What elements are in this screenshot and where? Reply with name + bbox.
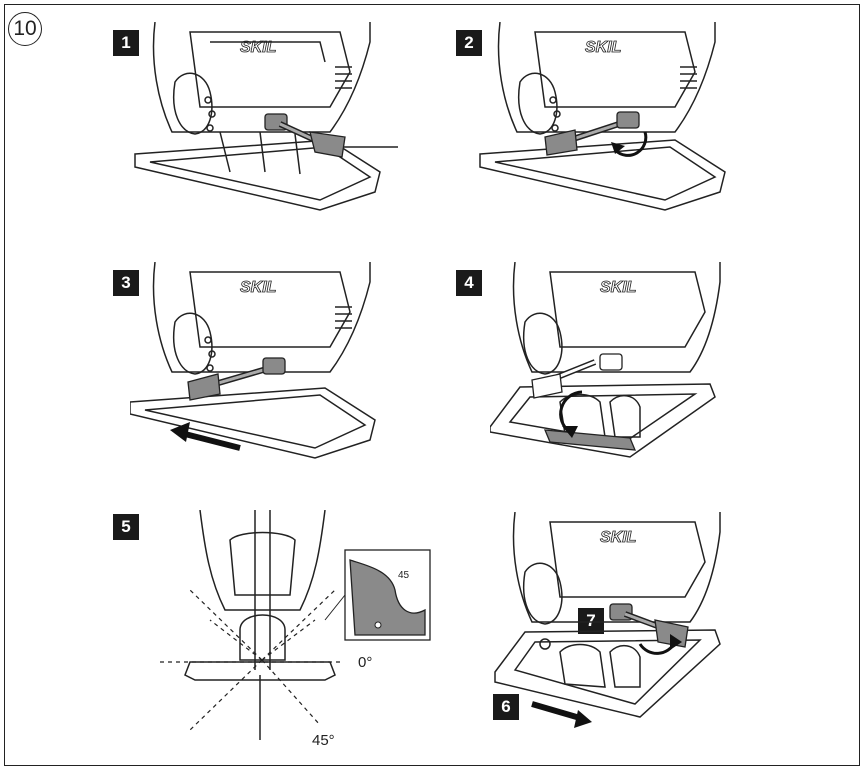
panel-2-illustration: SKIL (475, 22, 745, 217)
angle-label-0: 0° (358, 654, 372, 671)
figure-number: 10 (8, 12, 42, 46)
panel-6-illustration: SKIL (490, 512, 730, 732)
brand-logo: SKIL (240, 39, 276, 56)
brand-logo: SKIL (600, 279, 636, 296)
panel-3-illustration: SKIL (130, 262, 400, 462)
panel-4-illustration: SKIL (490, 262, 730, 462)
angle-label-45: 45° (312, 732, 335, 749)
step-badge-5: 5 (113, 514, 139, 540)
inset-scale-mark: 45 (398, 570, 410, 581)
brand-logo: SKIL (240, 279, 276, 296)
brand-logo: SKIL (585, 39, 621, 56)
push-arrow-icon (532, 704, 592, 728)
panel-5-illustration: 45 (150, 510, 440, 750)
brand-logo: SKIL (600, 529, 636, 546)
panel-1-illustration: SKIL (130, 22, 400, 217)
push-arrow-icon (170, 422, 240, 448)
step-badge-4: 4 (456, 270, 482, 296)
